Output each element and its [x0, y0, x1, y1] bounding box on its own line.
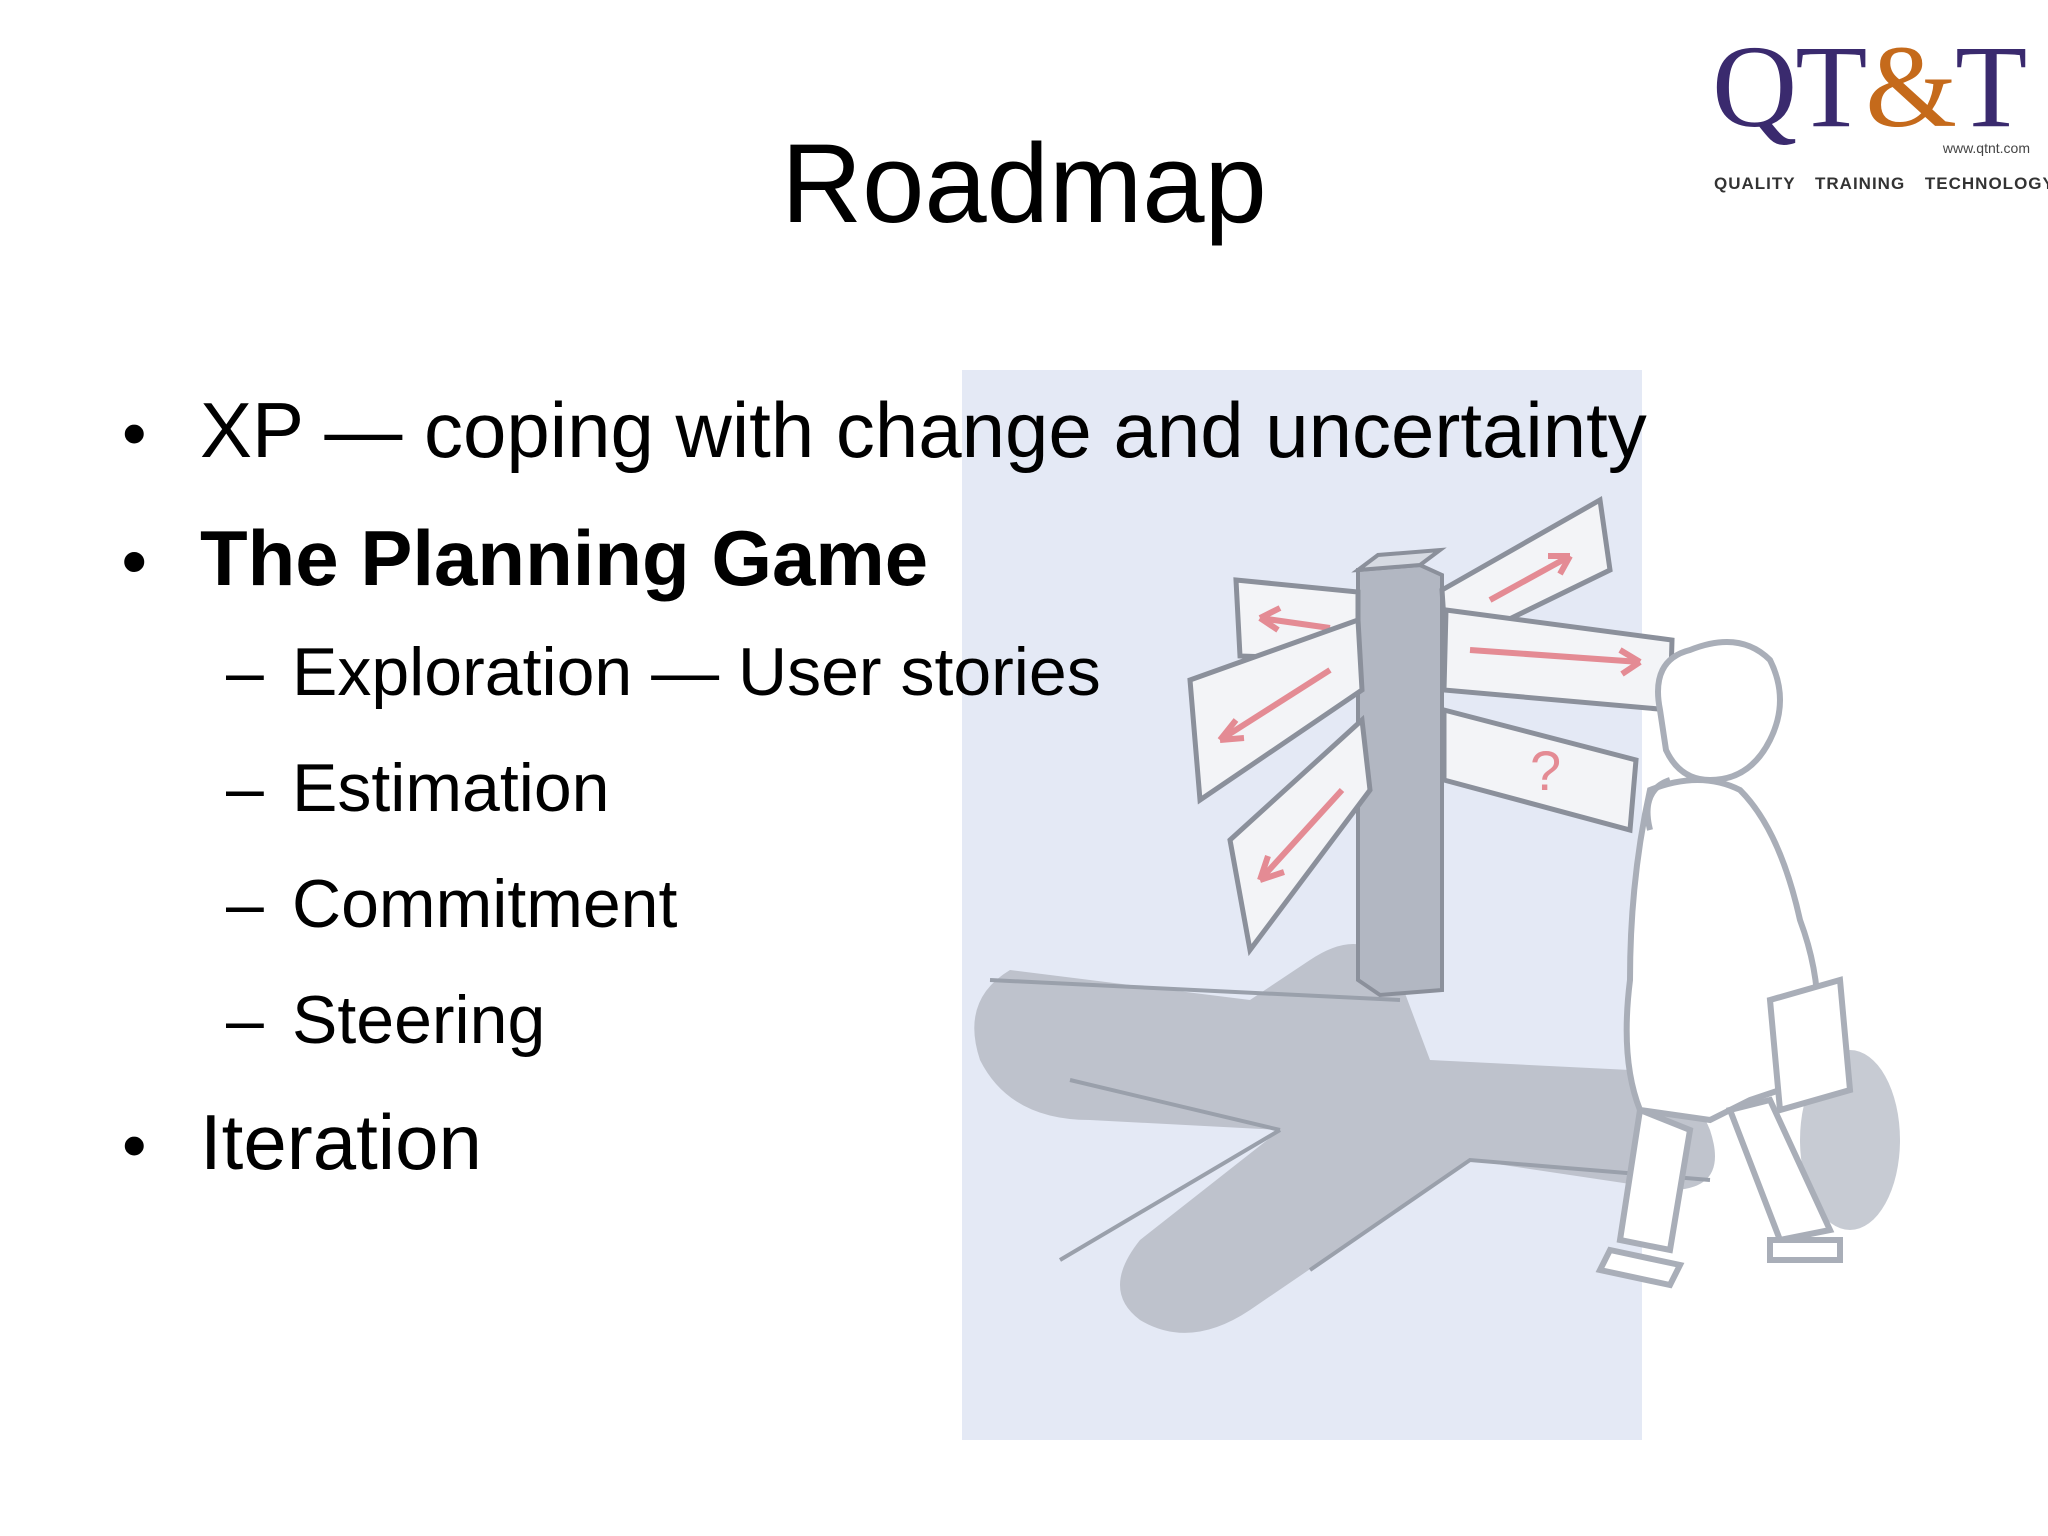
bullet-item: • XP — coping with change and uncertaint… — [122, 380, 1922, 508]
sub-bullet-marker: – — [226, 750, 264, 826]
logo-url: www.qtnt.com — [1942, 140, 2030, 156]
slide-title: Roadmap — [781, 121, 1267, 246]
company-logo: QT&T www.qtnt.com QUALITY TRAINING TECHN… — [1706, 28, 2048, 198]
sub-bullet-item: – Steering — [122, 972, 1922, 1088]
sub-bullet-item: – Estimation — [122, 740, 1922, 856]
bullet-item: • Iteration — [122, 1092, 1922, 1212]
sub-bullet-text: Exploration — User stories — [292, 634, 1101, 710]
sub-bullet-marker: – — [226, 866, 264, 942]
bullet-marker: • — [122, 1106, 147, 1184]
logo-wordmark: QT&T — [1712, 28, 2027, 146]
sub-bullet-text: Estimation — [292, 750, 610, 826]
logo-wordmark-left: QT — [1712, 21, 1867, 152]
bullet-item: • The Planning Game — [122, 508, 1922, 624]
bullet-marker: • — [122, 394, 147, 472]
logo-tagline: QUALITY TRAINING TECHNOLOGY — [1714, 174, 2048, 193]
signpost-illustration: ? — [950, 360, 1930, 1450]
sub-bullet-marker: – — [226, 982, 264, 1058]
signpost-crossroads-person-icon: ? — [962, 370, 1900, 1440]
sub-bullet-marker: – — [226, 634, 264, 710]
sub-bullet-text: Steering — [292, 982, 546, 1058]
logo-wordmark-right: T — [1955, 21, 2027, 152]
bullet-text: Iteration — [200, 1098, 482, 1186]
svg-text:?: ? — [1530, 739, 1561, 802]
bullet-list: • XP — coping with change and uncertaint… — [122, 380, 1922, 1212]
sub-bullet-text: Commitment — [292, 866, 678, 942]
sub-bullet-item: – Commitment — [122, 856, 1922, 972]
sub-bullet-item: – Exploration — User stories — [122, 624, 1922, 740]
bullet-text: The Planning Game — [200, 514, 929, 602]
logo-ampersand: & — [1865, 21, 1957, 152]
bullet-marker: • — [122, 522, 147, 600]
bullet-text: XP — coping with change and uncertainty — [200, 386, 1647, 474]
